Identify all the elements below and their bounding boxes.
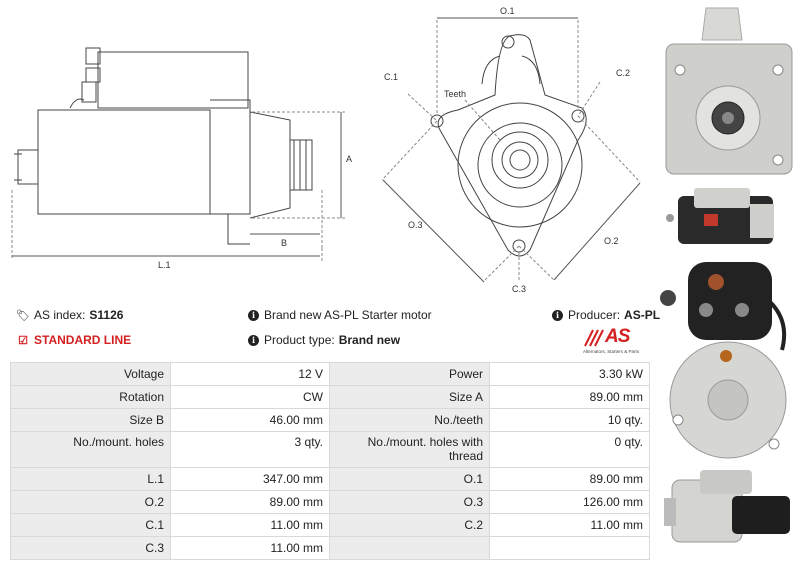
info-icon: i	[248, 309, 259, 321]
spec-value: 11.00 mm	[489, 513, 650, 537]
product-description: i Brand new AS-PL Starter motor	[248, 308, 432, 322]
spec-value	[489, 536, 650, 560]
photo-side-large	[664, 470, 790, 543]
spec-label: C.3	[10, 536, 171, 560]
dim-label-a: A	[346, 154, 352, 164]
dim-label-c3: C.3	[512, 284, 526, 294]
spec-label: Rotation	[10, 385, 171, 409]
standard-line-badge: ☑ STANDARD LINE	[16, 333, 131, 347]
spec-label: Size B	[10, 408, 171, 432]
spec-label: No./mount. holes	[10, 431, 171, 468]
spec-label: O.2	[10, 490, 171, 514]
product-type: i Product type: Brand new	[248, 333, 400, 347]
spec-label: L.1	[10, 467, 171, 491]
spec-label: C.1	[10, 513, 171, 537]
spec-label	[329, 536, 490, 560]
logo-stripes-icon	[584, 329, 604, 347]
dim-label-c2: C.2	[616, 68, 630, 78]
spec-label: Size A	[329, 385, 490, 409]
spec-label: O.1	[329, 467, 490, 491]
as-index: 🏷 AS index: S1126	[16, 308, 124, 322]
dim-label-l1: L.1	[158, 260, 171, 270]
dim-label-o1: O.1	[500, 6, 515, 16]
spec-value: CW	[170, 385, 330, 409]
spec-value: 3.30 kW	[489, 362, 650, 386]
spec-label: No./teeth	[329, 408, 490, 432]
spec-value: 10 qty.	[489, 408, 650, 432]
producer: i Producer: AS-PL	[552, 308, 660, 322]
spec-value: 11.00 mm	[170, 536, 330, 560]
spec-value: 46.00 mm	[170, 408, 330, 432]
spec-value: 89.00 mm	[489, 467, 650, 491]
technical-drawing: O.1 C.1 C.2 Teeth O.3 O.2 C.3 A B L.1	[11, 6, 641, 294]
spec-value: 347.00 mm	[170, 467, 330, 491]
producer-value: AS-PL	[624, 308, 661, 322]
spec-value: 89.00 mm	[489, 385, 650, 409]
spec-label: No./mount. holes with thread	[329, 431, 490, 468]
info-icon: i	[248, 334, 259, 346]
product-photos	[660, 7, 793, 543]
spec-label: Voltage	[10, 362, 171, 386]
photo-side-small	[666, 188, 774, 244]
spec-value: 3 qty.	[170, 431, 330, 468]
tag-icon: 🏷	[16, 309, 30, 322]
product-type-value: Brand new	[338, 333, 401, 347]
dim-label-o2: O.2	[604, 236, 619, 246]
spec-label: Power	[329, 362, 490, 386]
as-index-value: S1126	[89, 308, 124, 322]
photo-front-flange	[665, 7, 793, 175]
spec-value: 12 V	[170, 362, 330, 386]
info-icon: i	[552, 309, 563, 321]
photo-rear-solenoid	[660, 262, 787, 459]
spec-value: 0 qty.	[489, 431, 650, 468]
spec-label: C.2	[329, 513, 490, 537]
checkbox-checked-icon: ☑	[18, 334, 28, 347]
dim-label-b: B	[281, 238, 287, 248]
spec-value: 126.00 mm	[489, 490, 650, 514]
spec-value: 11.00 mm	[170, 513, 330, 537]
dim-label-c1: C.1	[384, 72, 398, 82]
dim-label-teeth: Teeth	[444, 89, 466, 99]
spec-label: O.3	[329, 490, 490, 514]
dim-label-o3: O.3	[408, 220, 423, 230]
spec-value: 89.00 mm	[170, 490, 330, 514]
as-pl-logo: AS Alternators, Starters & Parts	[583, 326, 640, 354]
